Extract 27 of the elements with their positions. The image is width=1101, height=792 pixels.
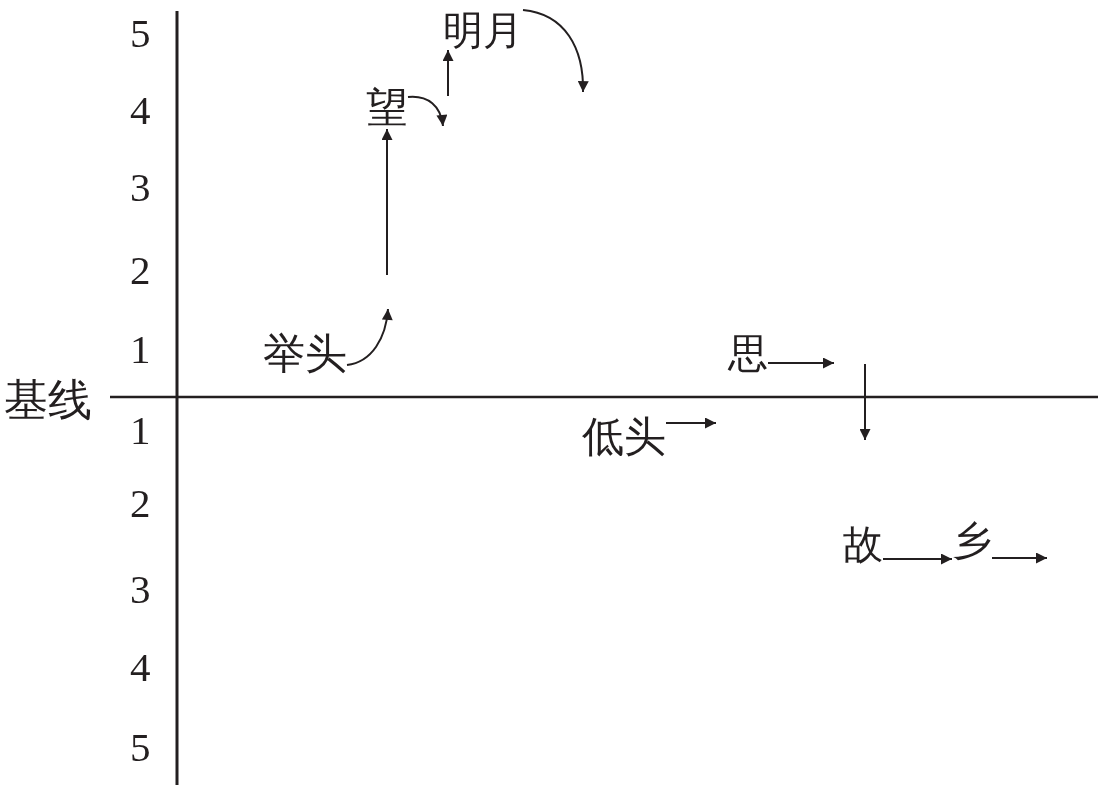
tick-number: 1	[130, 329, 151, 370]
tick-number: 3	[130, 167, 151, 208]
tick-number: 5	[130, 13, 151, 54]
arrow	[407, 95, 447, 127]
tick-number: 3	[130, 569, 151, 610]
arrow	[767, 357, 835, 369]
arrow	[991, 552, 1048, 564]
tick-number: 4	[130, 90, 151, 131]
tick-number: 2	[130, 250, 151, 291]
arrow	[442, 49, 454, 97]
tick-number: 1	[130, 410, 151, 451]
tick-number: 2	[130, 483, 151, 524]
tick-number: 5	[130, 727, 151, 768]
word-label: 望	[366, 87, 408, 129]
baseline-label: 基线	[4, 378, 92, 422]
arrow	[346, 308, 393, 366]
word-label: 乡	[952, 520, 992, 560]
word-label: 举头	[263, 333, 347, 375]
arrow	[882, 553, 953, 565]
arrow	[381, 128, 393, 276]
word-label: 思	[728, 333, 768, 373]
tick-number: 4	[130, 647, 151, 688]
arrow	[522, 9, 589, 93]
word-label: 故	[843, 524, 883, 564]
arrow	[665, 417, 717, 429]
word-label: 明月	[443, 10, 523, 50]
word-label: 低头	[582, 416, 666, 458]
